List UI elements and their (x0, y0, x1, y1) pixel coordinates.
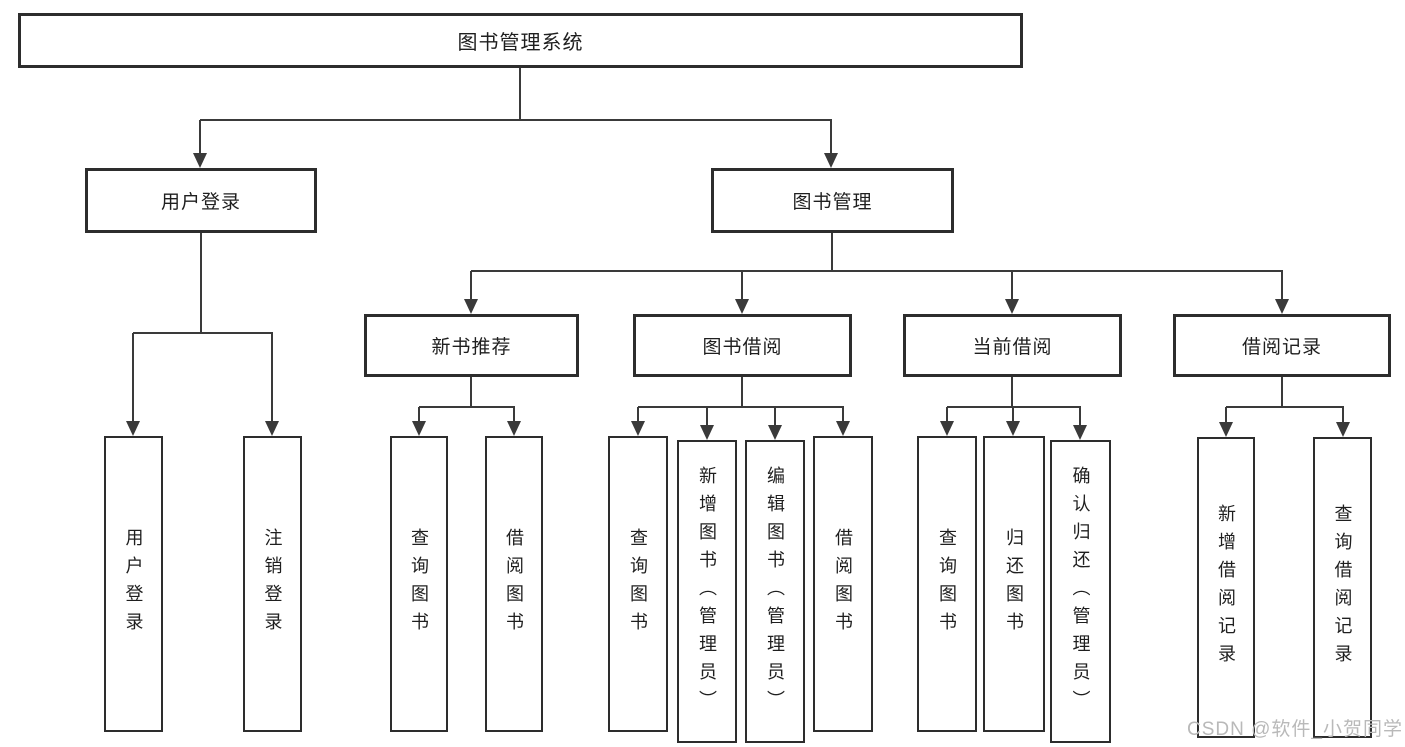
leaf-borrowing-edit-books-admin-label: 编辑图书（管理员） (765, 465, 785, 718)
node-new-book-recommend: 新书推荐 (364, 314, 579, 377)
node-book-borrowing: 图书借阅 (633, 314, 852, 377)
leaf-borrowing-query-books: 查询图书 (608, 436, 668, 732)
arrow-shaft (418, 407, 420, 423)
leaf-records-query-record: 查询借阅记录 (1313, 437, 1372, 738)
arrow-shaft (637, 407, 639, 423)
arrowhead-down-icon (126, 421, 140, 436)
arrow-shaft (271, 333, 273, 423)
node-current-borrowing-label: 当前借阅 (972, 337, 1053, 358)
arrowhead-down-icon (700, 425, 714, 440)
arrow-shaft (1079, 407, 1081, 427)
arrowhead-down-icon (631, 421, 645, 436)
leaf-borrowing-add-books-admin: 新增图书（管理员） (677, 440, 737, 743)
arrow-shaft (1012, 407, 1014, 423)
arrowhead-down-icon (193, 153, 207, 168)
connector-vline (200, 233, 202, 334)
leaf-borrowing-add-books-admin-label: 新增图书（管理员） (697, 465, 717, 718)
arrow-shaft (774, 407, 776, 427)
arrow-shaft (1225, 407, 1227, 424)
leaf-newbooks-borrow-books-label: 借阅图书 (504, 528, 524, 640)
arrowhead-down-icon (735, 299, 749, 314)
arrowhead-down-icon (824, 153, 838, 168)
arrow-shaft (946, 407, 948, 423)
arrowhead-down-icon (836, 421, 850, 436)
leaf-current-return-books: 归还图书 (983, 436, 1045, 732)
arrow-shaft (830, 120, 832, 155)
connector-vline (741, 377, 743, 408)
arrowhead-down-icon (1006, 421, 1020, 436)
arrow-shaft (132, 333, 134, 423)
arrow-shaft (470, 271, 472, 301)
arrowhead-down-icon (464, 299, 478, 314)
node-borrow-records-label: 借阅记录 (1241, 337, 1322, 358)
arrow-shaft (741, 271, 743, 301)
node-new-book-recommend-label: 新书推荐 (431, 337, 512, 358)
leaf-borrowing-borrow-books-label: 借阅图书 (833, 528, 853, 640)
leaf-borrowing-borrow-books: 借阅图书 (813, 436, 873, 732)
arrowhead-down-icon (940, 421, 954, 436)
node-book-management-label: 图书管理 (792, 192, 873, 213)
connector-hline (200, 119, 832, 121)
connector-hline (947, 406, 1081, 408)
connector-vline (519, 68, 521, 121)
arrow-shaft (199, 120, 201, 155)
node-user-login-label: 用户登录 (160, 192, 241, 213)
leaf-records-query-record-label: 查询借阅记录 (1332, 503, 1353, 672)
arrow-shaft (1281, 271, 1283, 301)
leaf-current-confirm-return-admin: 确认归还（管理员） (1050, 440, 1111, 743)
connector-hline (471, 270, 1283, 272)
connector-vline (1281, 377, 1283, 408)
arrow-shaft (1011, 271, 1013, 301)
arrowhead-down-icon (1073, 425, 1087, 440)
connector-hline (133, 332, 273, 334)
leaf-borrowing-edit-books-admin: 编辑图书（管理员） (745, 440, 805, 743)
watermark: CSDN @软件_小贺同学 (1187, 719, 1403, 740)
connector-vline (1011, 377, 1013, 408)
arrow-shaft (513, 407, 515, 423)
arrowhead-down-icon (1219, 422, 1233, 437)
arrowhead-down-icon (768, 425, 782, 440)
arrowhead-down-icon (265, 421, 279, 436)
arrowhead-down-icon (1005, 299, 1019, 314)
node-library-system-label: 图书管理系统 (457, 32, 584, 54)
leaf-newbooks-query-books-label: 查询图书 (409, 528, 429, 640)
connector-hline (638, 406, 844, 408)
leaf-current-confirm-return-admin-label: 确认归还（管理员） (1070, 465, 1091, 718)
connector-hline (419, 406, 515, 408)
arrowhead-down-icon (412, 421, 426, 436)
node-user-login: 用户登录 (85, 168, 317, 233)
leaf-user-login: 用户登录 (104, 436, 163, 732)
leaf-current-query-books-label: 查询图书 (937, 528, 957, 640)
arrow-shaft (706, 407, 708, 427)
leaf-logout: 注销登录 (243, 436, 302, 732)
leaf-logout-label: 注销登录 (262, 528, 283, 640)
node-current-borrowing: 当前借阅 (903, 314, 1122, 377)
leaf-records-add-record: 新增借阅记录 (1197, 437, 1255, 738)
leaf-current-return-books-label: 归还图书 (1004, 528, 1024, 640)
connector-vline (831, 233, 833, 272)
arrowhead-down-icon (1275, 299, 1289, 314)
leaf-user-login-label: 用户登录 (123, 528, 144, 640)
node-book-management: 图书管理 (711, 168, 954, 233)
arrow-shaft (1342, 407, 1344, 424)
arrowhead-down-icon (1336, 422, 1350, 437)
leaf-records-add-record-label: 新增借阅记录 (1216, 503, 1236, 672)
node-book-borrowing-label: 图书借阅 (702, 337, 783, 358)
connector-vline (470, 377, 472, 408)
leaf-current-query-books: 查询图书 (917, 436, 977, 732)
node-borrow-records: 借阅记录 (1173, 314, 1391, 377)
leaf-newbooks-borrow-books: 借阅图书 (485, 436, 543, 732)
leaf-borrowing-query-books-label: 查询图书 (628, 528, 648, 640)
leaf-newbooks-query-books: 查询图书 (390, 436, 448, 732)
connector-hline (1226, 406, 1344, 408)
arrowhead-down-icon (507, 421, 521, 436)
arrow-shaft (842, 407, 844, 423)
node-library-system: 图书管理系统 (18, 13, 1023, 68)
